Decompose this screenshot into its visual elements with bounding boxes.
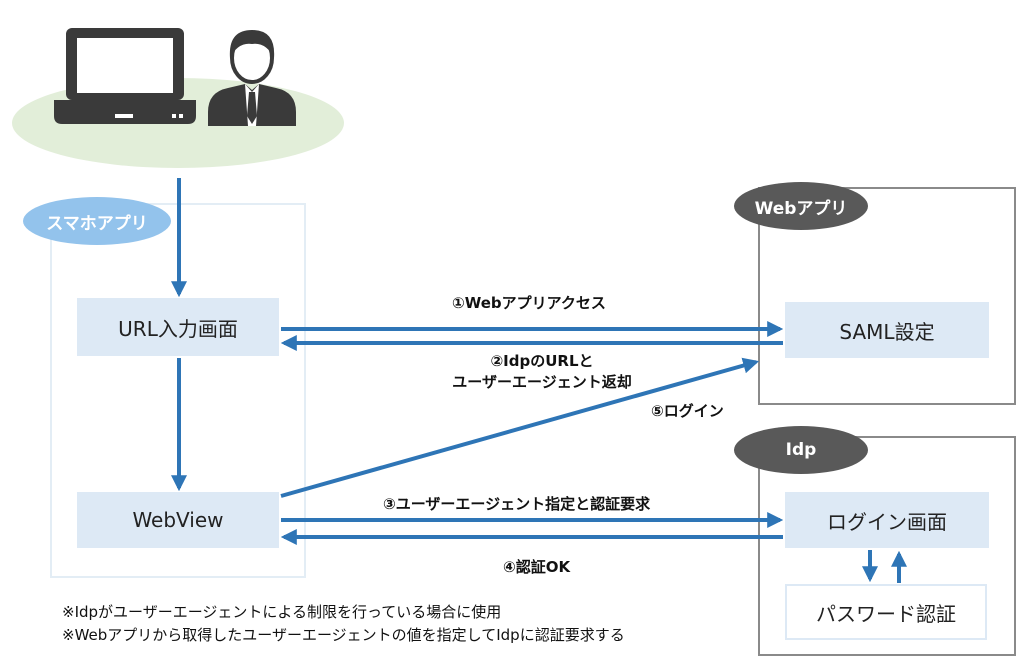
- step2-label-line2: ユーザーエージェント返却: [452, 373, 632, 391]
- web-app-label: Webアプリ: [734, 182, 868, 230]
- webview-box: WebView: [77, 492, 279, 548]
- idp-frame: [758, 436, 1016, 656]
- step2-label: ②IdpのURLと ユーザーエージェント返却: [412, 350, 672, 392]
- password-auth-box: パスワード認証: [785, 584, 987, 640]
- laptop-icon: [54, 28, 196, 124]
- step2-label-line1: ②IdpのURLと: [490, 352, 594, 370]
- web-app-frame: [758, 187, 1016, 405]
- arrow-step5: [280, 357, 760, 498]
- step5-label: ⑤ログイン: [651, 402, 724, 420]
- user-illustration: [54, 28, 296, 126]
- user-icon: [208, 30, 296, 126]
- login-screen-box: ログイン画面: [785, 492, 989, 548]
- step4-label: ④認証OK: [503, 558, 571, 576]
- step3-label: ③ユーザーエージェント指定と認証要求: [383, 495, 651, 513]
- url-input-screen-box: URL入力画面: [77, 298, 279, 356]
- note-1: ※Idpがユーザーエージェントによる制限を行っている場合に使用: [62, 603, 502, 621]
- smartphone-app-label: スマホアプリ: [23, 197, 171, 245]
- idp-label: Idp: [734, 426, 868, 474]
- note-2: ※Webアプリから取得したユーザーエージェントの値を指定してIdpに認証要求する: [62, 626, 625, 644]
- saml-settings-box: SAML設定: [785, 302, 989, 358]
- step1-label: ①Webアプリアクセス: [452, 294, 606, 312]
